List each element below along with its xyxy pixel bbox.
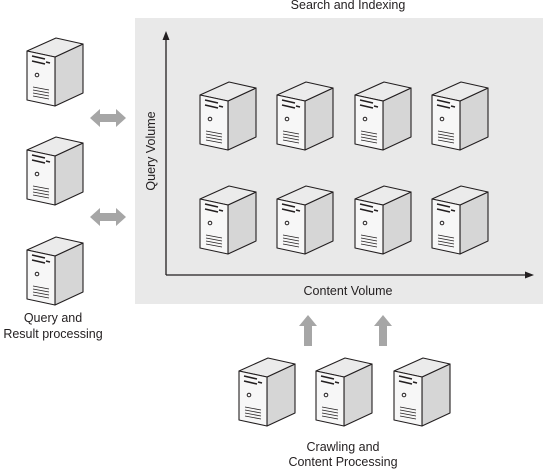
- server-icon: [315, 357, 373, 427]
- double-arrow-icon: [90, 208, 126, 226]
- crawling-label: Crawling and: [307, 440, 380, 454]
- server-icon: [26, 236, 84, 306]
- search-indexing-panel: [135, 18, 543, 304]
- double-arrow-icon: [90, 109, 126, 127]
- server-icon: [276, 81, 334, 151]
- server-icon: [199, 81, 257, 151]
- server-icon: [431, 185, 489, 255]
- server-icon: [354, 81, 412, 151]
- server-icon: [26, 37, 84, 107]
- x-axis-arrowhead: [525, 271, 534, 279]
- server-icon: [238, 357, 296, 427]
- server-icon: [354, 185, 412, 255]
- diagram-title: Search and Indexing: [291, 0, 406, 12]
- crawling-label: Content Processing: [288, 455, 397, 469]
- up-arrow-icon: [374, 315, 392, 346]
- y-axis-label: Query Volume: [144, 111, 158, 190]
- up-arrow-icon: [299, 315, 317, 346]
- server-icon: [276, 185, 334, 255]
- server-icon: [26, 136, 84, 206]
- server-icon: [393, 357, 451, 427]
- server-icon: [431, 81, 489, 151]
- server-icon: [199, 185, 257, 255]
- y-axis-arrowhead: [162, 31, 170, 40]
- query-processing-label: Result processing: [3, 327, 102, 341]
- query-processing-label: Query and: [24, 311, 82, 325]
- x-axis-label: Content Volume: [304, 284, 393, 298]
